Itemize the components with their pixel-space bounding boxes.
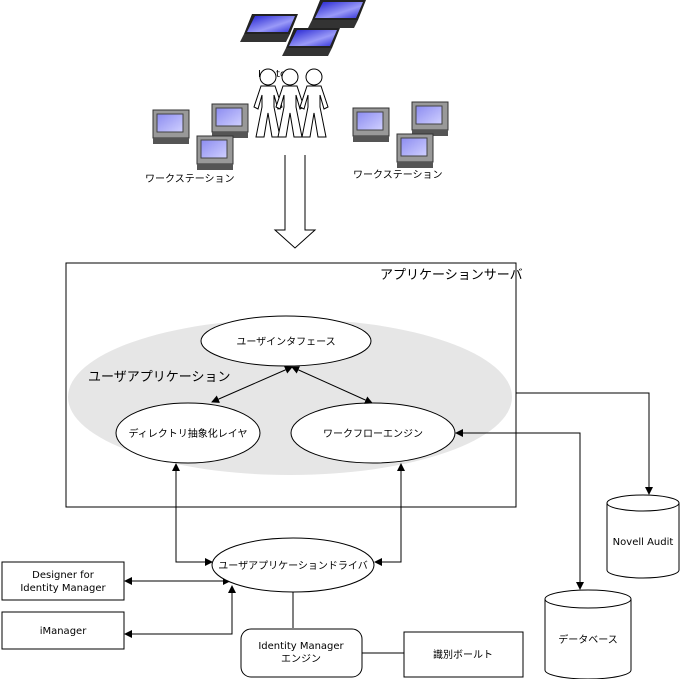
designer-box xyxy=(1,561,125,601)
imanager-label: iManager xyxy=(40,626,88,637)
flow-arrow xyxy=(273,155,317,249)
app-server-label: アプリケーションサーバ xyxy=(380,268,523,283)
designer-label-2: Identity Manager xyxy=(20,583,106,594)
workstation-icon xyxy=(152,103,249,171)
laptop-icon xyxy=(308,0,366,28)
user-interface-label: ユーザインタフェース xyxy=(236,336,335,348)
user-application-label: ユーザアプリケーション xyxy=(88,370,230,385)
novell-audit-label: Novell Audit xyxy=(613,537,674,548)
database-label: データベース xyxy=(558,633,618,646)
directory-layer-label: ディレクトリ抽象化レイヤ xyxy=(129,427,248,440)
laptop-icon xyxy=(240,14,298,42)
workstation-left-label: ワークステーション xyxy=(145,173,235,185)
novell-audit-cylinder xyxy=(606,494,680,579)
vault-box xyxy=(403,631,524,678)
workstation-icon xyxy=(352,101,449,169)
ua-driver-node xyxy=(211,537,375,593)
designer-label-1: Designer for xyxy=(32,570,95,581)
ua-driver-label: ユーザアプリケーションドライバ xyxy=(218,560,367,572)
imanager-box xyxy=(1,611,125,650)
user-interface-node xyxy=(200,315,372,367)
workstation-right-label: ワークステーション xyxy=(353,169,443,181)
engine-label-1: Identity Manager xyxy=(258,641,344,652)
engine-box xyxy=(240,628,363,678)
connectors xyxy=(124,366,653,654)
laptops-label: Laptops xyxy=(258,69,298,80)
user-icon xyxy=(299,68,329,138)
engine-label-2: エンジン xyxy=(281,654,321,665)
workflow-engine-label: ワークフローエンジン xyxy=(323,428,423,440)
vault-label: 識別ボールト xyxy=(433,648,493,661)
